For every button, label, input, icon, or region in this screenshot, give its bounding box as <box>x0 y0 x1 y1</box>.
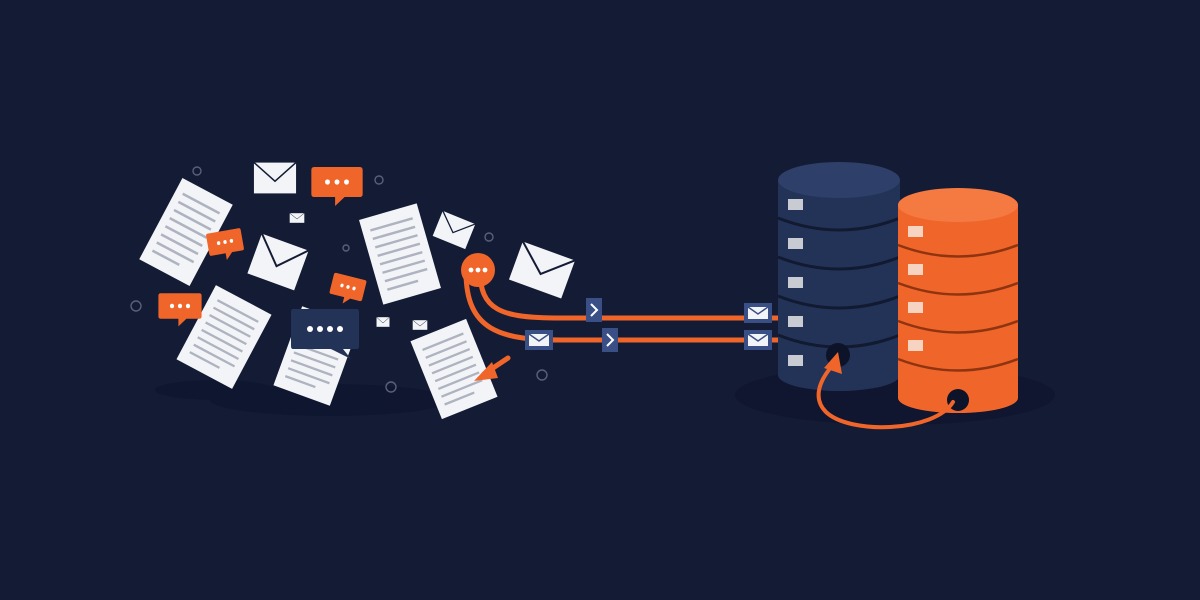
chat-bubble-icon <box>311 167 363 206</box>
envelope-icon <box>506 239 578 301</box>
envelope-icon <box>744 330 772 350</box>
envelope-icon <box>252 161 298 195</box>
envelope-icon <box>245 231 311 293</box>
envelope-icon <box>412 319 428 331</box>
envelope-icon <box>431 209 477 251</box>
pipeline-node-icon <box>461 253 495 287</box>
envelope-icon <box>376 316 390 328</box>
chat-bubble-icon <box>205 227 246 263</box>
chevron-right-icon <box>586 298 602 322</box>
database-icon <box>777 162 901 391</box>
arrow-icon <box>474 355 511 381</box>
envelope-icon <box>525 330 553 350</box>
document-icon <box>357 202 443 306</box>
chat-bubble-icon <box>327 272 367 308</box>
database-icon <box>897 188 1019 413</box>
chat-bubble-icon <box>291 309 359 359</box>
envelope-icon <box>289 212 305 224</box>
arrow-icon <box>816 352 955 430</box>
chat-bubble-icon <box>158 293 202 327</box>
envelope-icon <box>744 303 772 323</box>
chevron-right-icon <box>602 328 618 352</box>
